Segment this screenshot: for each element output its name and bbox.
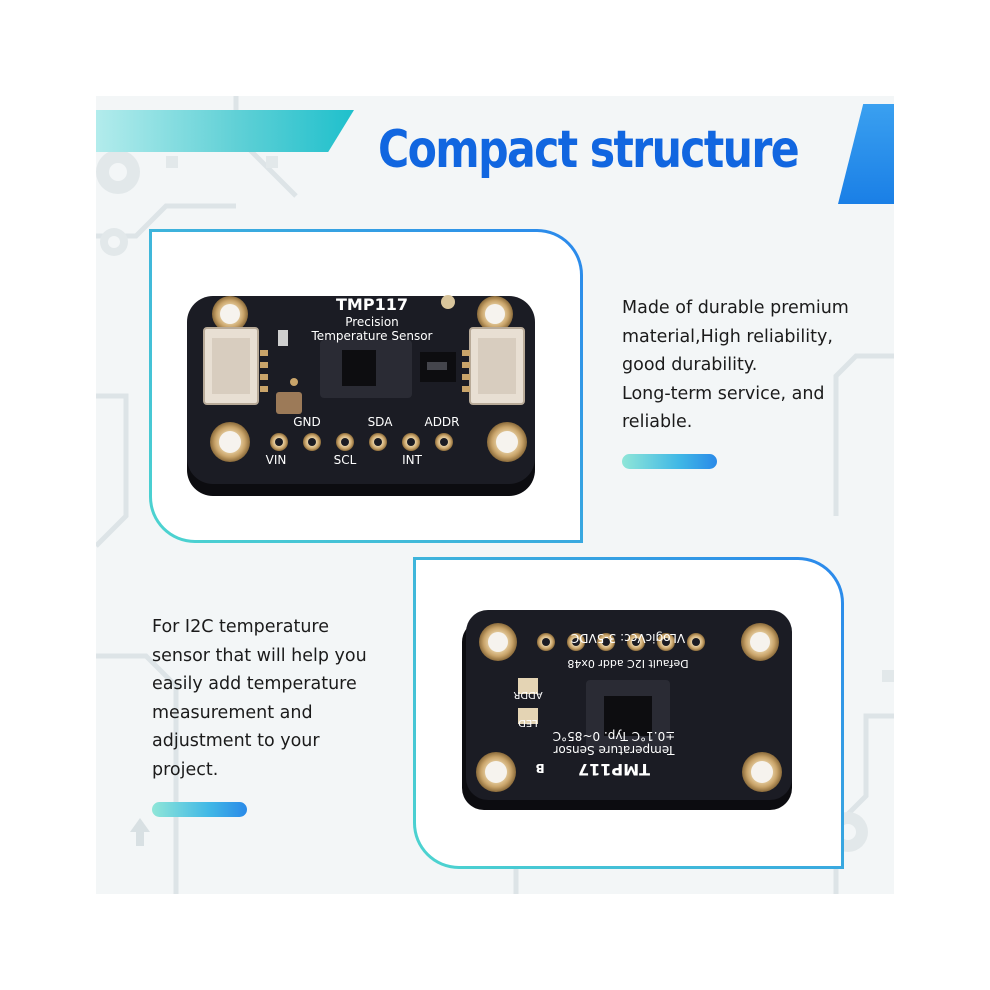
accent-pill <box>152 802 247 817</box>
title-banner-left <box>96 110 354 152</box>
feature-description-i2c: For I2C temperature sensor that will hel… <box>152 617 367 780</box>
page-title: Compact structure <box>378 120 800 180</box>
pin-label-vin: VIN <box>266 453 287 467</box>
pin-label-addr: ADDR <box>424 415 459 429</box>
silkscreen-addr: Default I2C addr 0x48 <box>567 657 688 670</box>
product-card-bottom: VLogicVcc: 3-5VDC Default I2C addr 0x48 … <box>413 557 844 869</box>
pin-label-scl: SCL <box>334 453 357 467</box>
product-card-top: TMP117 Precision Temperature Sensor GND … <box>149 229 583 543</box>
circuit-background <box>96 96 894 894</box>
pin-label-sda: SDA <box>368 415 394 429</box>
arrow-up-icon <box>130 818 150 846</box>
pin-label-int: INT <box>402 453 423 467</box>
silkscreen-badge: B <box>535 761 544 775</box>
accent-pill <box>622 454 717 469</box>
feature-description-durability: Made of durable premium material,High re… <box>622 298 849 432</box>
silkscreen-jumper-addr: ADDR <box>513 689 542 700</box>
silkscreen-name: Temperature Sensor <box>553 743 675 757</box>
silkscreen-precision: Precision <box>345 315 399 329</box>
sensor-board-top-image: TMP117 Precision Temperature Sensor GND … <box>187 295 535 496</box>
silkscreen-jumper-led: LED <box>518 717 538 728</box>
silkscreen-accuracy: ±0.1°C Typ. 0~85°C <box>553 729 675 743</box>
pin-label-gnd: GND <box>293 415 321 429</box>
silkscreen-model: TMP117 <box>336 295 408 314</box>
silkscreen-supply: VLogicVcc: 3-5VDC <box>571 631 685 645</box>
silkscreen-sensor: Temperature Sensor <box>311 329 433 343</box>
silkscreen-model: TMP117 <box>578 760 650 779</box>
sensor-board-back-image: VLogicVcc: 3-5VDC Default I2C addr 0x48 … <box>462 610 792 810</box>
product-canvas: Compact structure <box>96 96 894 894</box>
